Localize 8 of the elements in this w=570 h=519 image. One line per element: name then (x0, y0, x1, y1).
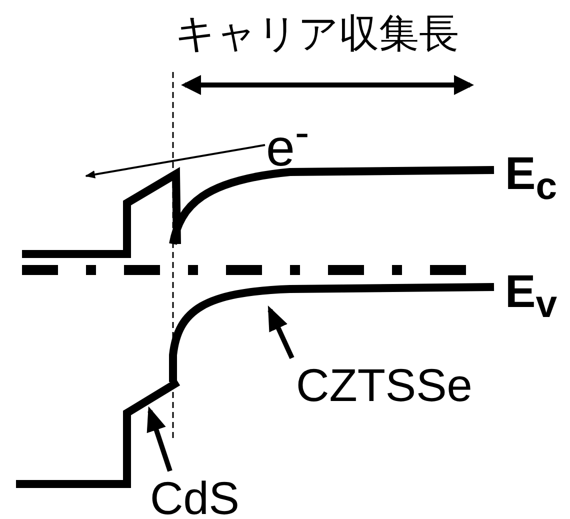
dimension-label: キャリア収集長 (175, 14, 459, 54)
part-label: CdS (150, 475, 240, 519)
electron-label: e$^{-}$ (266, 112, 310, 174)
band-label: E$_{v}$ (505, 268, 558, 325)
leader-line (146, 406, 172, 472)
part-label: CZTSSe (296, 362, 472, 408)
leader-line (268, 305, 294, 360)
band-label: E$_{c}$ (505, 150, 558, 207)
